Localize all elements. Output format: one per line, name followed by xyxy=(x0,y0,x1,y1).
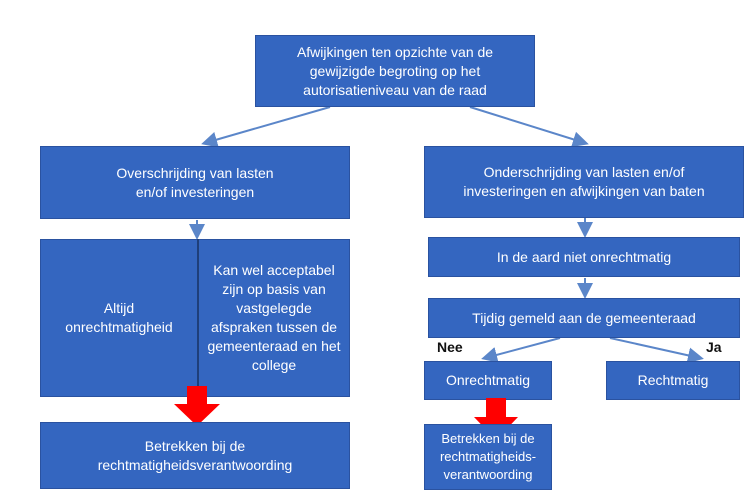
nee-label: Nee xyxy=(437,339,463,355)
tijdig-box: Tijdig gemeld aan de gemeenteraad xyxy=(428,298,740,338)
ja-label: Ja xyxy=(706,339,722,355)
arrow-top-to-onderschrijding xyxy=(469,106,589,148)
aard-box: In de aard niet onrechtmatig xyxy=(428,237,740,277)
kan-wel-acceptabel-box: Kan wel acceptabel zijn op basis van vas… xyxy=(198,239,350,397)
red-down-arrow-right xyxy=(474,398,518,440)
betrekken-right-box: Betrekken bij de rechtmatigheids- verant… xyxy=(424,424,552,490)
betrekken-left-box: Betrekken bij de rechtmatigheidsverantwo… xyxy=(40,422,350,489)
arrow-tijdig-to-rechtmatig xyxy=(609,337,704,364)
red-down-arrow-left xyxy=(174,386,220,426)
arrow-top-to-overschrijding xyxy=(201,106,331,148)
onrechtmatig-box: Onrechtmatig xyxy=(424,361,552,400)
vertical-divider xyxy=(197,239,199,397)
onderschrijding-box: Onderschrijding van lasten en/of investe… xyxy=(424,146,744,218)
rechtmatig-box: Rechtmatig xyxy=(606,361,740,400)
top-box: Afwijkingen ten opzichte van de gewijzig… xyxy=(255,35,535,107)
altijd-onrechtmatigheid-box: Altijd onrechtmatigheid xyxy=(40,239,198,397)
overschrijding-box: Overschrijding van lasten en/of invester… xyxy=(40,146,350,219)
arrow-tijdig-to-onrechtmatig xyxy=(481,337,561,363)
